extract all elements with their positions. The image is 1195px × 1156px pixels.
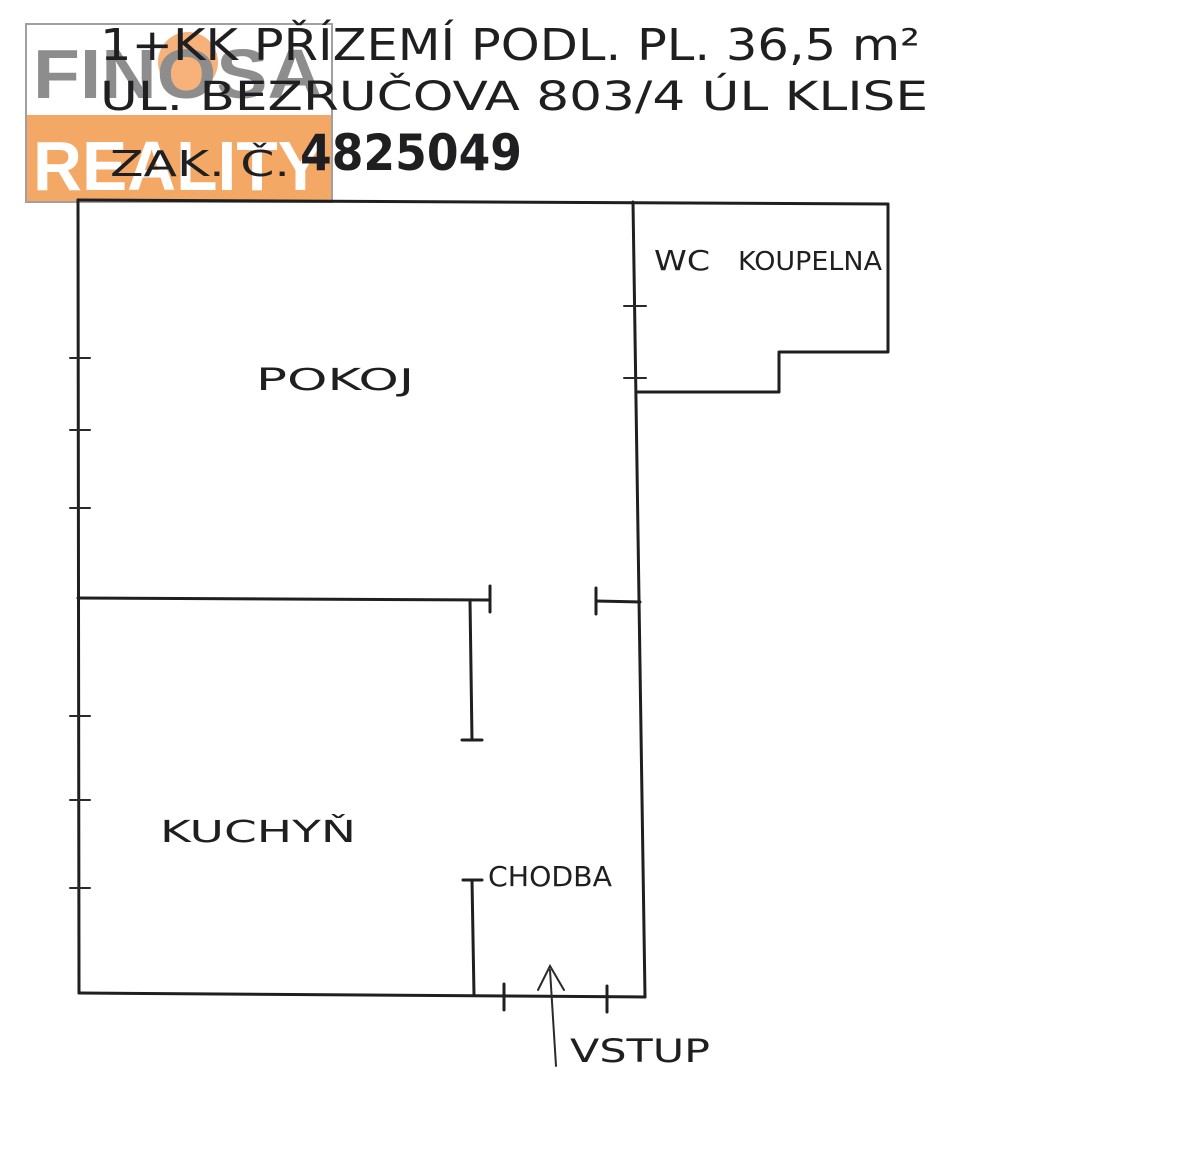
room-label-wc: WC bbox=[654, 244, 710, 277]
room-labels: POKOJ WC KOUPELNA KUCHYŇ CHODBA bbox=[160, 244, 882, 893]
order-prefix: ZAK. Č. bbox=[110, 143, 290, 185]
window-marks bbox=[69, 305, 647, 889]
header-notes: 1+KK PŘÍZEMÍ PODL. PL. 36,5 m² UL. BEZRU… bbox=[100, 18, 928, 185]
room-label-kuchyn: KUCHYŇ bbox=[160, 814, 356, 850]
logo-top-text: FINOSA bbox=[33, 35, 323, 113]
wall-corridor bbox=[470, 878, 476, 997]
wall-bathroom bbox=[634, 202, 890, 394]
logo-orange-band bbox=[27, 115, 331, 201]
arrow-head bbox=[537, 963, 565, 991]
arrow-up-icon bbox=[549, 969, 557, 1067]
walls bbox=[76, 198, 890, 999]
wall-bottom bbox=[77, 991, 647, 999]
wall-stub bbox=[468, 598, 474, 742]
door-marks bbox=[488, 584, 609, 1014]
header-line-1: 1+KK PŘÍZEMÍ PODL. PL. 36,5 m² bbox=[100, 18, 920, 71]
entrance: VSTUP bbox=[537, 963, 710, 1070]
finosa-reality-logo: FINOSA REALITY bbox=[25, 23, 333, 205]
header-line-2: UL. BEZRUČOVA 803/4 ÚL KLISE bbox=[100, 72, 928, 120]
order-number: 4825049 bbox=[300, 124, 522, 182]
room-label-chodba: CHODBA bbox=[488, 860, 612, 893]
wall-partition bbox=[76, 596, 492, 602]
wall-top bbox=[76, 198, 890, 206]
entrance-label: VSTUP bbox=[570, 1032, 710, 1070]
room-label-pokoj: POKOJ bbox=[256, 363, 414, 398]
logo-bottom-text: REALITY bbox=[33, 127, 323, 205]
wall-right-main bbox=[631, 200, 647, 999]
room-label-koupelna: KOUPELNA bbox=[738, 247, 882, 277]
logo-orb-icon bbox=[158, 32, 218, 92]
wall-partition-right bbox=[594, 599, 642, 604]
wall-left bbox=[76, 198, 81, 995]
